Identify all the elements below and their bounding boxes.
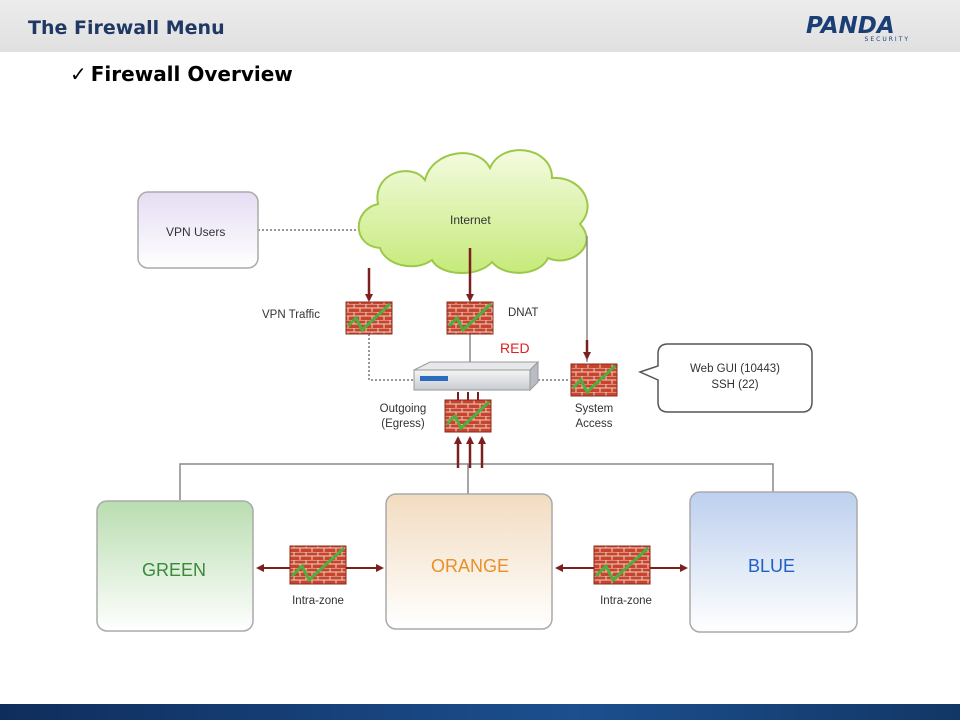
slide-subtitle: ✓Firewall Overview	[70, 62, 293, 86]
internet-cloud	[357, 149, 589, 275]
logo-subtext: SECURITY	[864, 36, 910, 43]
vpn-traffic-label: VPN Traffic	[262, 309, 320, 321]
intra-zone-right-label: Intra-zone	[600, 595, 652, 607]
internet-label: Internet	[450, 213, 491, 227]
red-zone-label: RED	[500, 340, 530, 356]
vpn-users-label: VPN Users	[166, 225, 225, 239]
checkmark-icon: ✓	[70, 62, 87, 86]
system-access-callout	[637, 343, 813, 413]
access-label: Access	[575, 418, 612, 430]
firewall-intra-zone-left-icon	[289, 545, 347, 585]
footer-bar	[0, 704, 960, 720]
subtitle-text: Firewall Overview	[90, 62, 293, 86]
blue-zone-label: BLUE	[748, 556, 795, 576]
blue-zone-box	[689, 491, 858, 633]
ssh-label: SSH (22)	[711, 379, 758, 391]
orange-zone-label: ORANGE	[431, 556, 509, 576]
green-zone-box	[96, 500, 254, 632]
outgoing-label: Outgoing	[380, 403, 427, 415]
green-zone-label: GREEN	[142, 560, 206, 580]
firewall-egress-icon	[444, 392, 492, 433]
firewall-system-access-icon	[570, 363, 618, 397]
egress-label: (Egress)	[381, 418, 425, 430]
panda-logo: PANDA SECURITY	[806, 14, 912, 44]
firewall-intra-zone-right-icon	[593, 545, 651, 585]
vpn-users-box	[137, 191, 259, 269]
web-gui-label: Web GUI (10443)	[690, 363, 780, 375]
system-label: System	[575, 403, 613, 415]
orange-zone-box	[385, 493, 553, 630]
page-title: The Firewall Menu	[28, 17, 225, 39]
logo-word: PANDA	[806, 13, 895, 39]
firewall-vpn-traffic-icon	[345, 301, 393, 335]
firewall-dnat-icon	[446, 301, 494, 335]
dnat-label: DNAT	[508, 307, 538, 319]
intra-zone-left-label: Intra-zone	[292, 595, 344, 607]
firewall-appliance	[413, 360, 540, 392]
header-bar	[0, 0, 960, 52]
